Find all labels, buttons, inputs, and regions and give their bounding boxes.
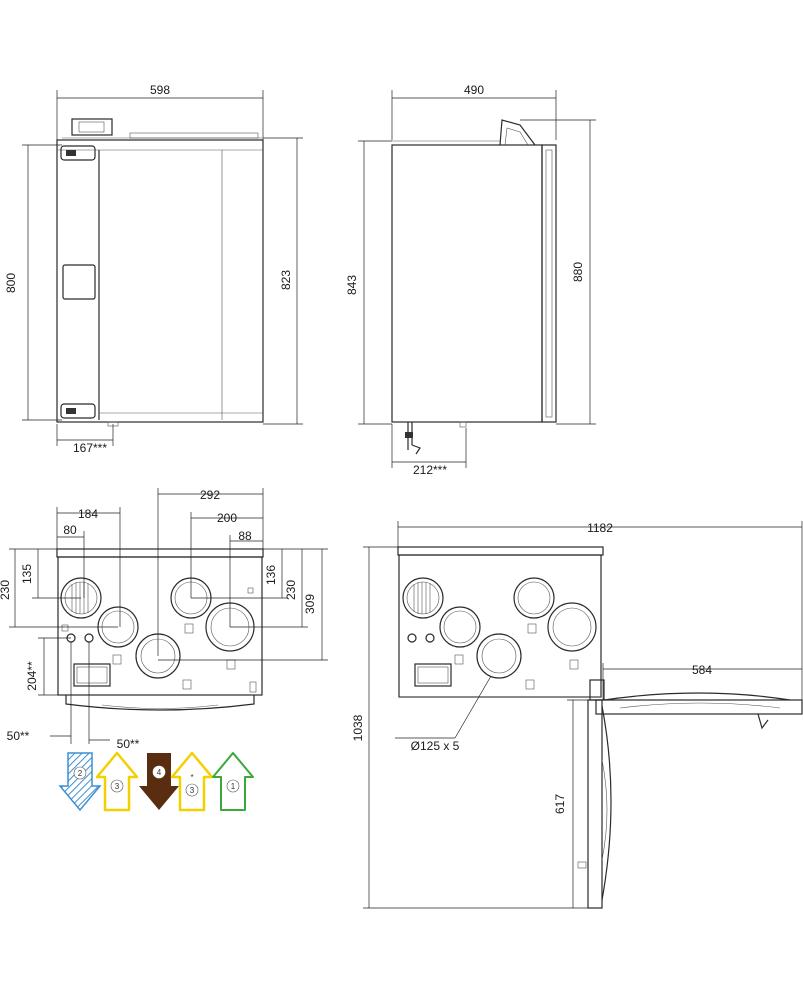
- front-width-label: 598: [150, 83, 170, 97]
- dim-88: 88: [238, 529, 252, 543]
- open-door-width-label: 584: [692, 663, 712, 677]
- airflow-badge-1-number: 1: [231, 782, 236, 791]
- open-view-dimensions: 1182 584 1038 617 Ø125 x 5: [351, 521, 803, 909]
- dim-292: 292: [200, 488, 220, 502]
- side-view-dimensions: 490 843 880 212***: [345, 83, 596, 477]
- airflow-badge-3-star-up-arrow-icon: * 3: [170, 751, 214, 812]
- airflow-badge-3-number: 3: [115, 782, 120, 791]
- front-bottom-offset-label: 167***: [73, 441, 107, 455]
- airflow-badge-3-up-arrow-icon: 3: [95, 751, 139, 812]
- dim-230-right: 230: [284, 580, 298, 600]
- dim-135: 135: [20, 564, 34, 584]
- front-view-dimensions: 598 800 823 167***: [4, 83, 303, 455]
- front-view: [56, 118, 264, 427]
- airflow-badge-1-up-arrow-icon: 1: [212, 752, 254, 811]
- airflow-badge-3-star-number: 3: [190, 786, 195, 795]
- side-bottom-offset-label: 212***: [413, 463, 447, 477]
- open-door-height-label: 617: [553, 794, 567, 814]
- dim-184: 184: [78, 507, 98, 521]
- airflow-badge-2-number: 2: [78, 769, 83, 778]
- top-view: [56, 548, 264, 711]
- side-total-height-label: 880: [571, 262, 585, 282]
- airflow-badge-4-down-arrow-icon: 4: [139, 753, 179, 810]
- front-total-height-label: 823: [279, 270, 293, 290]
- front-height-label: 800: [4, 273, 18, 293]
- airflow-badge-3-star-mark: *: [190, 773, 193, 782]
- airflow-badge-4-number: 4: [157, 768, 162, 777]
- airflow-legend: 2 3 4 * 3 1: [58, 751, 254, 812]
- dim-80: 80: [63, 523, 77, 537]
- top-view-dimensions: 184 80 292 200 88 135 230 136: [0, 488, 328, 751]
- open-view: [397, 546, 803, 909]
- side-view: [391, 119, 557, 455]
- duct-125-icon: [476, 633, 522, 679]
- dim-136: 136: [264, 565, 278, 585]
- open-total-height-label: 1038: [351, 714, 365, 741]
- dim-50-left: 50**: [7, 729, 30, 743]
- side-height-label: 843: [345, 275, 359, 295]
- dim-50-right: 50**: [117, 737, 140, 751]
- dim-204: 204**: [25, 661, 39, 691]
- dim-200: 200: [217, 511, 237, 525]
- side-depth-label: 490: [464, 83, 484, 97]
- dim-309: 309: [303, 594, 317, 614]
- dim-230-left: 230: [0, 580, 12, 600]
- duct-diameter-label: Ø125 x 5: [411, 739, 460, 753]
- open-total-width-label: 1182: [587, 521, 613, 535]
- airflow-badge-2-down-arrow-icon: 2: [58, 752, 102, 812]
